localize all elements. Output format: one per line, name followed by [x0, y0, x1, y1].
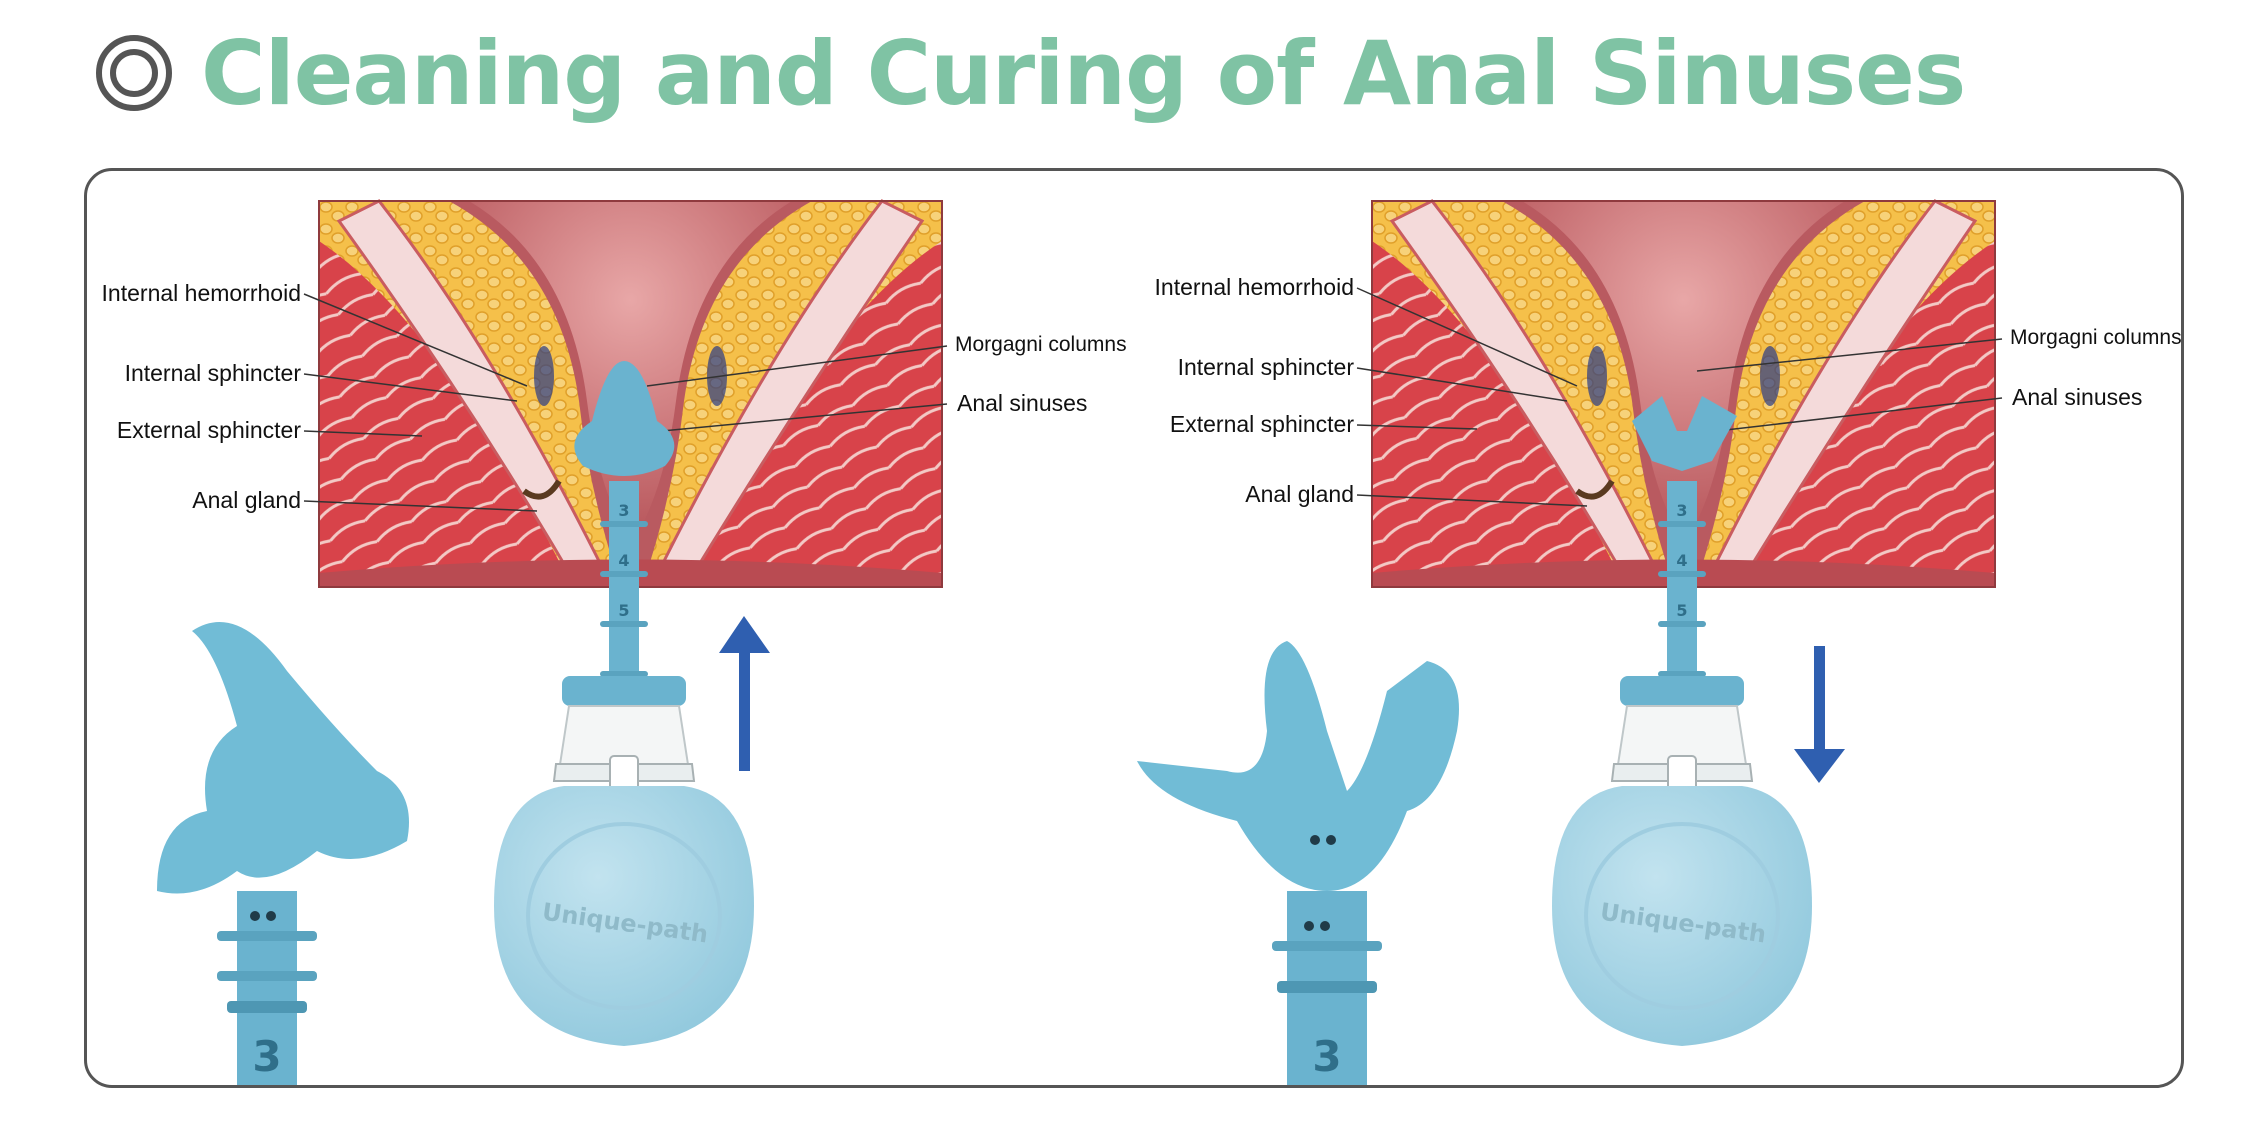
bulb-device-right [1550, 674, 1814, 1048]
leader-lines-left [303, 293, 948, 512]
scale-mark: 3 [1676, 501, 1687, 520]
title-row: Cleaning and Curing of Anal Sinuses [95, 18, 1966, 128]
illustration-panel: 3 4 5 Unique-path 3 [84, 168, 2184, 1088]
page-title: Cleaning and Curing of Anal Sinuses [201, 21, 1966, 125]
leader-lines-right [1356, 287, 2003, 507]
closed-tip [574, 361, 675, 476]
label-anal-sinuses: Anal sinuses [957, 390, 1088, 416]
label-internal-hemorrhoid: Internal hemorrhoid [101, 280, 301, 306]
label-anal-gland: Anal gland [1245, 481, 1354, 507]
double-circle-icon [96, 35, 172, 111]
scale-mark: 5 [618, 601, 629, 620]
scale-mark: 4 [1676, 551, 1687, 570]
open-tip [1632, 396, 1737, 471]
label-anal-sinuses: Anal sinuses [2012, 384, 2143, 410]
scale-mark: 4 [618, 551, 629, 570]
diagram-left: 3 4 5 Unique-path 3 [157, 201, 948, 1085]
scale-mark: 3 [1312, 1032, 1341, 1081]
label-internal-sphincter: Internal sphincter [124, 360, 301, 386]
label-anal-gland: Anal gland [192, 487, 301, 513]
label-morgagni-columns: Morgagni columns [2010, 326, 2182, 349]
down-arrow-icon [1794, 646, 1845, 783]
label-internal-hemorrhoid: Internal hemorrhoid [1154, 274, 1354, 300]
diagram-right: 3 4 5 Unique-path 3 [1137, 201, 2003, 1085]
illustration-art: 3 4 5 Unique-path 3 [157, 171, 2003, 1085]
scale-mark: 5 [1676, 601, 1687, 620]
closed-tip-closeup [157, 622, 409, 1085]
label-external-sphincter: External sphincter [1169, 411, 1354, 437]
scale-mark: 3 [252, 1032, 281, 1081]
up-arrow-icon [719, 616, 770, 771]
bulb-device-left [492, 674, 756, 1048]
label-internal-sphincter: Internal sphincter [1177, 354, 1354, 380]
open-tip-closeup [1137, 641, 1459, 1085]
label-external-sphincter: External sphincter [116, 417, 301, 443]
scale-mark: 3 [618, 501, 629, 520]
label-morgagni-columns: Morgagni columns [955, 333, 1127, 356]
